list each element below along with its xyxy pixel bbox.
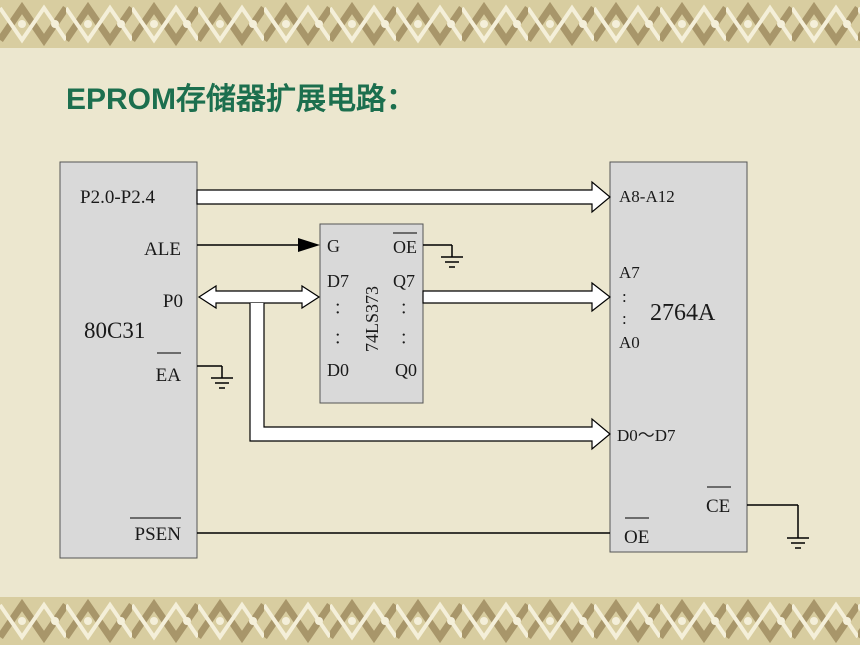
bus-arrow-p0-d0d7 xyxy=(249,303,611,451)
latch-pin-q0: Q0 xyxy=(395,360,417,380)
bus-arrow-p0-latch xyxy=(197,284,321,310)
cpu-pin-ale: ALE xyxy=(144,239,181,260)
latch-dots-right-2: ： xyxy=(400,331,415,347)
slide-title: EPROM存储器扩展电路： xyxy=(66,83,417,116)
eprom-pin-d0-d7: D0～D7 xyxy=(617,426,676,445)
latch-pin-g: G xyxy=(327,236,340,256)
bus-arrow-q-a0a7 xyxy=(422,281,611,313)
eprom-pin-a7: A7 xyxy=(619,263,640,282)
latch-dots-right: ： xyxy=(400,301,415,317)
latch-pin-d7: D7 xyxy=(327,271,349,291)
eprom-pin-oe: OE xyxy=(624,527,649,548)
latch-pin-q7: Q7 xyxy=(393,271,415,291)
latch-dots-left: ： xyxy=(334,301,349,317)
signal-arrow-icon xyxy=(298,238,320,252)
bus-arrow-p2-a8 xyxy=(196,180,611,214)
latch-dots-left-2: ： xyxy=(334,331,349,347)
eprom-2764a-block xyxy=(609,161,748,553)
ground-icon xyxy=(210,365,234,389)
cpu-pin-p2: P2.0-P2.4 xyxy=(80,187,155,208)
latch-pin-d0: D0 xyxy=(327,360,349,380)
eprom-pin-a8-a12: A8-A12 xyxy=(619,187,675,206)
eprom-name: 2764A xyxy=(650,300,716,326)
eprom-dots-1: : xyxy=(622,287,627,306)
cpu-pin-p0: P0 xyxy=(163,291,183,312)
cpu-pin-psen: PSEN xyxy=(135,524,182,545)
cpu-80c31-block xyxy=(59,161,198,559)
ground-icon xyxy=(786,525,810,549)
ground-icon xyxy=(440,244,464,268)
eprom-dots-2: : xyxy=(622,309,627,328)
latch-pin-oe: OE xyxy=(393,237,417,257)
eprom-pin-ce: CE xyxy=(706,496,730,517)
cpu-name: 80C31 xyxy=(84,318,145,343)
latch-name: 74LS373 xyxy=(362,286,382,352)
cpu-pin-ea: EA xyxy=(156,365,182,386)
top-decorative-border xyxy=(0,0,860,48)
latch-74ls373-block xyxy=(319,223,424,404)
eprom-pin-a0: A0 xyxy=(619,333,640,352)
bottom-decorative-border xyxy=(0,597,860,645)
